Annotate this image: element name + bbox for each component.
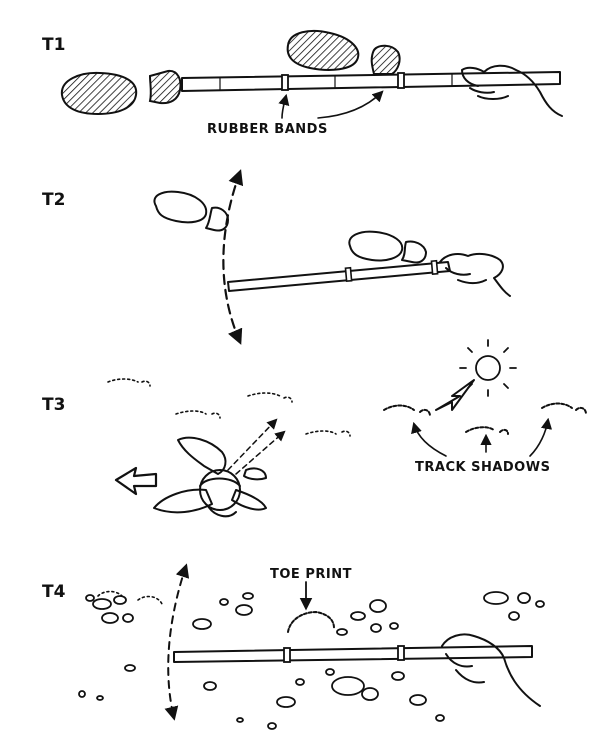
panel-t2: T2 [42, 169, 511, 345]
rubber-band [430, 259, 439, 276]
distant-tracks [107, 378, 351, 437]
swing-arc [222, 169, 244, 345]
sight-line [227, 418, 278, 471]
tracking-stick-t1 [181, 71, 561, 92]
step-label-t3: T3 [42, 395, 65, 415]
rubber-band [397, 72, 405, 89]
hand-icon [439, 252, 511, 297]
footprint-toe-outline [401, 240, 427, 264]
partial-prints [97, 590, 163, 605]
hand-icon [461, 64, 563, 117]
toe-print-label: TOE PRINT [270, 567, 352, 582]
panel-t3: T3 [42, 339, 587, 518]
tracking-stick-t4 [173, 645, 533, 663]
footprint-heel-outline [153, 190, 208, 224]
rubber-bands-label: RUBBER BANDS [207, 122, 328, 137]
toe-print [287, 611, 335, 633]
tracking-stick-t2 [227, 259, 451, 292]
panel-t4: T4 TOE PRINT [42, 563, 545, 730]
rubber-band [397, 645, 405, 661]
step-label-t2: T2 [42, 190, 65, 210]
footprint-toe-left [148, 69, 182, 105]
tracker-person-topview [153, 436, 267, 518]
footprint-toe-outline [205, 206, 229, 232]
light-direction-arrow [435, 379, 475, 411]
sight-line [235, 430, 286, 475]
step-label-t4: T4 [42, 582, 66, 602]
rubber-band [283, 647, 291, 663]
footprint-heel-left [60, 71, 138, 116]
track-shadows-label: TRACK SHADOWS [415, 460, 550, 475]
ground-pebbles [78, 591, 545, 730]
swing-arc [164, 563, 190, 721]
footprint-heel-outline [348, 230, 404, 262]
step-label-t1: T1 [42, 35, 65, 55]
hand-icon [441, 633, 541, 707]
footprint-toe-upper [370, 44, 401, 75]
rubber-band [281, 74, 289, 91]
direction-arrow [114, 466, 158, 496]
track-shadows [383, 402, 587, 435]
rubber-band [344, 266, 353, 283]
panel-t1: T1 RUBBER BANDS [42, 29, 563, 137]
footprint-heel-upper [286, 29, 360, 71]
